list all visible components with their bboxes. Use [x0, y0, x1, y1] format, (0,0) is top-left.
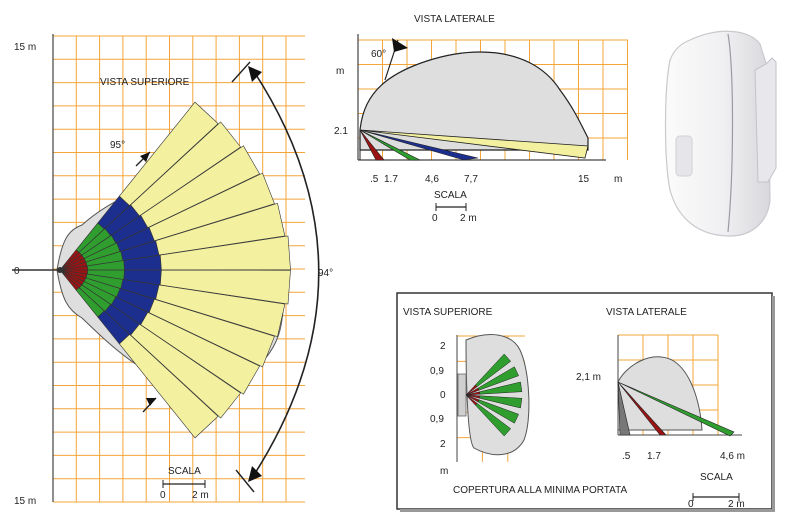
side-scale-title: SCALA: [434, 190, 467, 201]
side-x-tick-label-2: 4,6: [425, 174, 439, 185]
inset-x-tick-label-1: 1.7: [647, 451, 661, 462]
side-view-height-label: 2.1: [334, 126, 348, 137]
min-range-inset: VISTA SUPERIORE VISTA LATERALE 20,900,92…: [396, 292, 775, 512]
inset-shadow-bottom: [400, 509, 775, 512]
ray-9-segment-3: [140, 311, 261, 395]
ray-2-segment-3: [140, 145, 261, 229]
side-view-panel: VISTA LATERALE 60° m 2.1 .5 1.7 4,6 7,7 15 m…: [334, 14, 628, 224]
inset-y-unit: m: [440, 466, 448, 477]
device-lens-window: [675, 135, 693, 177]
side-view-y-unit: m: [336, 66, 344, 77]
inset-y-tick-label-0: 2: [440, 341, 446, 352]
inset-ray-0-segment-1: [475, 353, 512, 387]
top-view-title: VISTA SUPERIORE: [100, 77, 190, 88]
top-scale-min: 0: [160, 490, 166, 501]
inset-side-zone-near: [617, 381, 631, 436]
ray-1-segment-3: [130, 121, 242, 217]
inset-y-tick-label-1: 0,9: [430, 366, 444, 377]
side-x-tick-label-3: 7,7: [464, 174, 478, 185]
top-view-detection-rays: [59, 101, 291, 439]
inset-top-rays: [465, 353, 523, 437]
ray-5-segment-3: [159, 235, 291, 271]
side-view-angle-label: 60°: [371, 49, 386, 60]
side-scale-min: 0: [432, 213, 438, 224]
top-view-y-zero-label: 0: [14, 266, 20, 277]
ray-10-segment-3: [130, 323, 242, 419]
ray-11-segment-3: [118, 333, 219, 439]
side-scale-max: 2 m: [460, 213, 477, 224]
device-seam: [727, 33, 734, 233]
device-bracket: [754, 57, 777, 183]
side-x-tick-label-0: .5: [370, 174, 379, 185]
device-photo: [664, 30, 777, 237]
inset-shadow-right: [772, 296, 775, 512]
ray-3-segment-3: [148, 172, 275, 242]
angle-95-arrow-bottom: [146, 398, 156, 406]
side-view-x-ticks: .5 1.7 4,6 7,7 15: [370, 174, 590, 185]
angle-94-arc: [251, 69, 320, 479]
inset-ray-2-segment-1: [479, 381, 523, 395]
ray-7-segment-3: [155, 284, 286, 337]
side-x-tick-label-1: 1.7: [384, 174, 398, 185]
side-view-coverage-area: [359, 51, 589, 151]
side-zone-blue: [359, 129, 479, 161]
inset-sensor-mount: [457, 373, 467, 417]
angle-95-label: 95°: [110, 140, 125, 151]
arc-tick-top: [231, 61, 251, 83]
inset-side-zone-green: [617, 381, 735, 437]
inset-height-label: 2,1 m: [576, 372, 601, 383]
inset-scale-min: 0: [688, 499, 694, 510]
side-zone-yellow: [359, 129, 589, 159]
inset-x-tick-label-0: .5: [622, 451, 631, 462]
device-body: [664, 30, 771, 237]
inset-ray-5-segment-1: [475, 403, 512, 437]
inset-caption: COPERTURA ALLA MINIMA PORTATA: [453, 485, 627, 496]
side-zone-red: [359, 129, 385, 161]
inset-y-ticks: 2 0,9 0 0,9 2: [430, 341, 446, 450]
arc-arrow-top: [248, 66, 262, 82]
inset-side-zone-red: [617, 381, 667, 436]
side-zone-green: [359, 129, 421, 161]
inset-x-tick-label-2: 4,6 m: [720, 451, 745, 462]
inset-scale-title: SCALA: [700, 472, 733, 483]
inset-ray-4-segment-1: [477, 399, 519, 424]
inset-side-title: VISTA LATERALE: [606, 307, 687, 318]
ray-0-segment-3: [118, 101, 219, 207]
ray-6-segment-3: [159, 269, 291, 305]
side-view-x-unit: m: [614, 174, 622, 185]
top-scale-title: SCALA: [168, 466, 201, 477]
sensor-origin: [57, 267, 63, 273]
inset-y-tick-label-4: 2: [440, 439, 446, 450]
inset-ray-1-segment-1: [477, 366, 519, 391]
top-view-y-top-label: 15 m: [14, 42, 36, 53]
ray-4-segment-3: [155, 203, 286, 256]
inset-y-tick-label-3: 0,9: [430, 414, 444, 425]
inset-ray-3-segment-1: [479, 395, 523, 409]
angle-95-arrow: [140, 152, 150, 162]
arc-arrow-bottom: [248, 466, 262, 482]
arc-tick-bottom: [235, 469, 255, 493]
inset-top-title: VISTA SUPERIORE: [403, 307, 493, 318]
top-view-panel: VISTA SUPERIORE 15 m 0 15 m 95° 94° SCAL…: [12, 34, 333, 507]
side-view-title: VISTA LATERALE: [414, 14, 495, 25]
inset-top-coverage: [465, 334, 530, 456]
top-view-y-bottom-label: 15 m: [14, 496, 36, 507]
inset-x-ticks: .5 1.7 4,6 m: [622, 451, 745, 462]
top-scale-max: 2 m: [192, 490, 209, 501]
side-x-tick-label-4: 15: [578, 174, 590, 185]
angle-94-label: 94°: [318, 268, 333, 279]
ray-8-segment-3: [148, 298, 275, 368]
side-angle-arrow: [392, 38, 408, 52]
inset-y-tick-label-2: 0: [440, 390, 446, 401]
inset-scale-max: 2 m: [728, 499, 745, 510]
